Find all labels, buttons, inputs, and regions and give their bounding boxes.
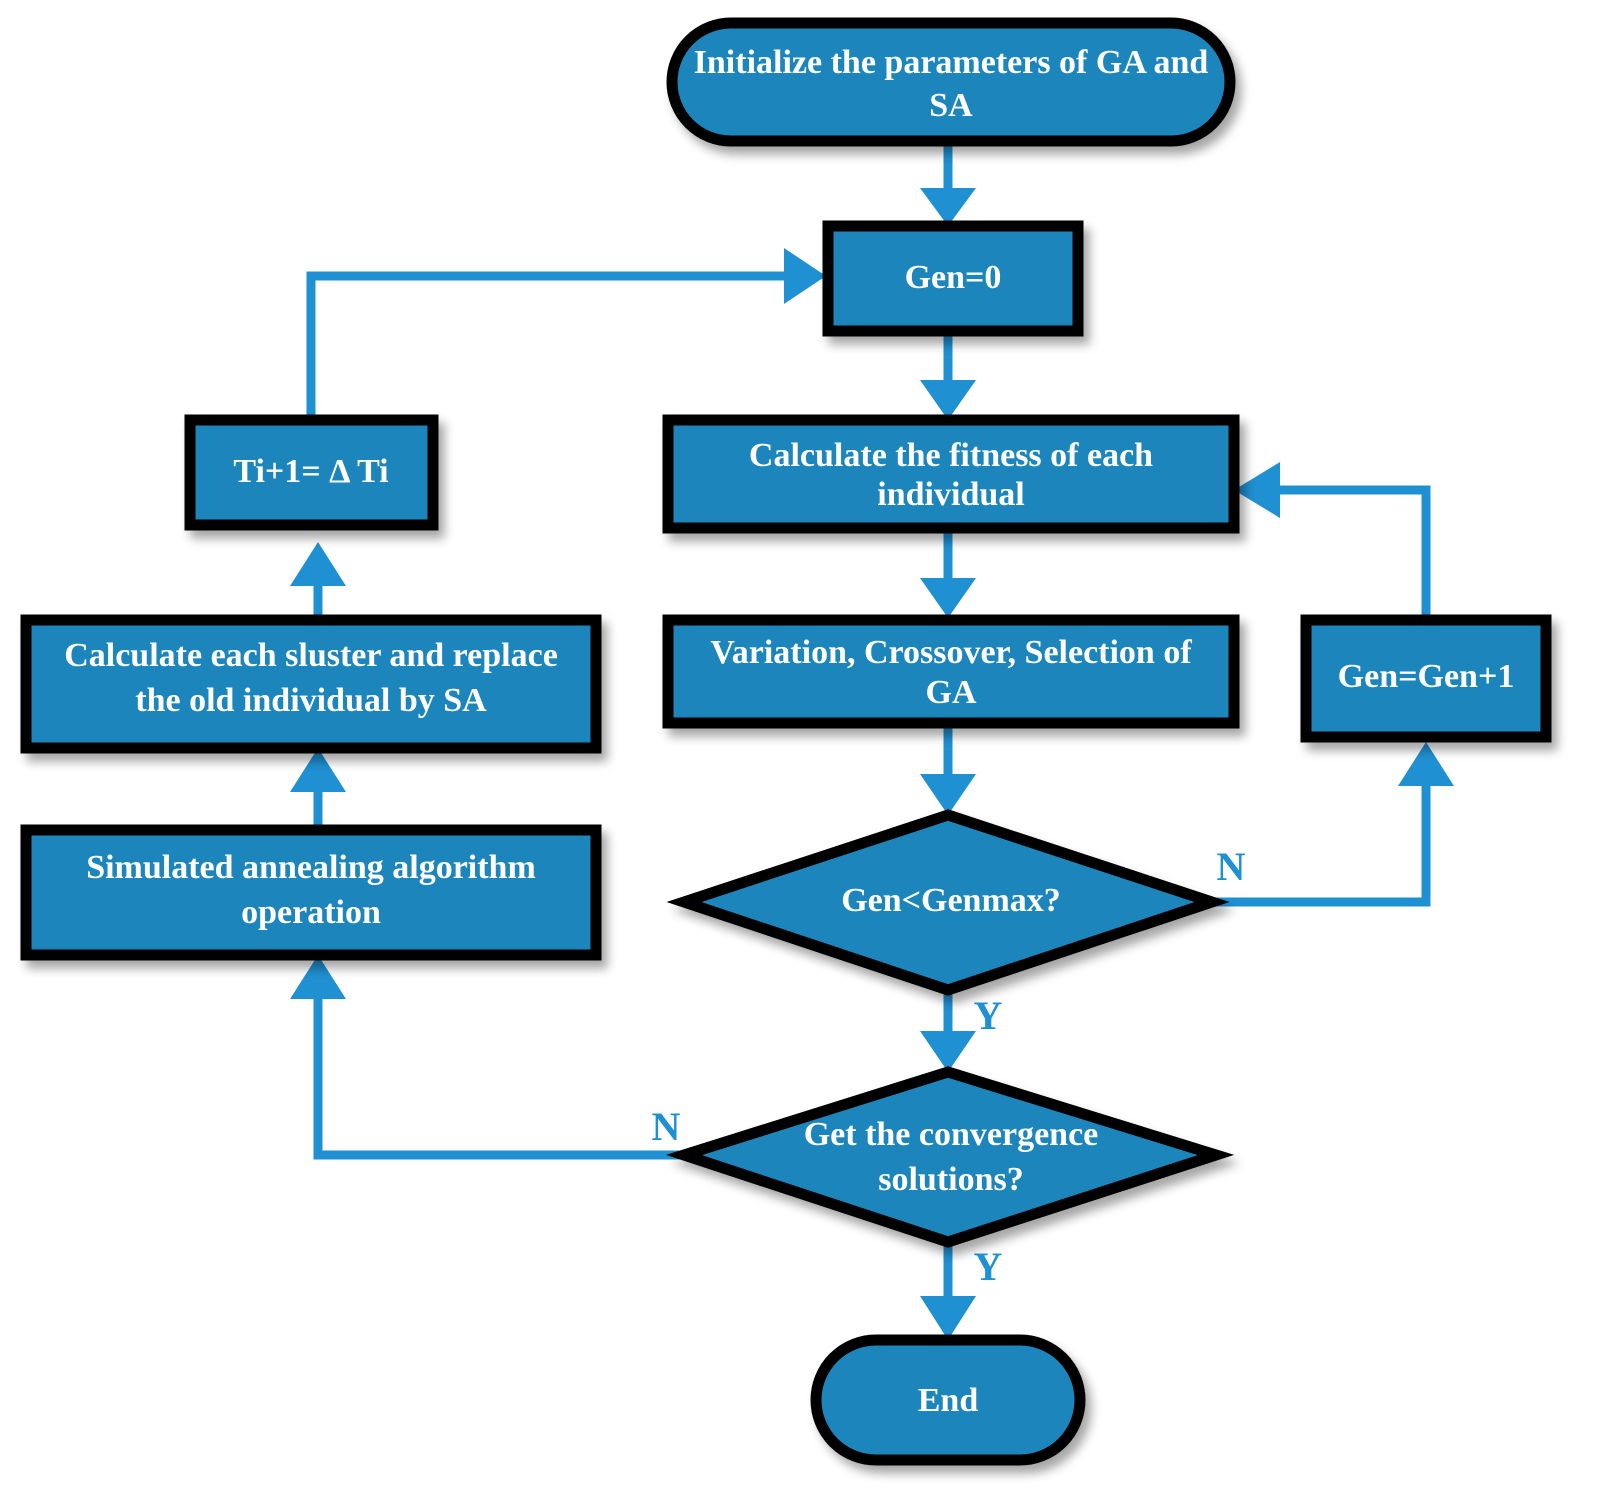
node-simulated-annealing-label-line1: Simulated annealing algorithm [86,849,536,886]
node-temperature-update-label-line1: Ti+1= Δ Ti [233,453,388,490]
node-end[interactable]: End [810,1334,1086,1466]
branch-label-genmax-no: N [1217,844,1246,889]
edge-converge-yes-to-end [920,1242,976,1340]
node-calculate-fitness-label-line1: Calculate the fitness of each [749,437,1153,474]
branch-label-genmax-yes: Y [974,993,1003,1038]
edge-gaops-to-genmax [920,723,976,815]
edge-cluster-to-temp [290,542,346,620]
node-simulated-annealing-shape[interactable] [20,824,602,961]
node-simulated-annealing-label-line2: operation [241,894,381,931]
node-calculate-cluster[interactable]: Calculate each sluster and replace the o… [20,614,602,754]
node-gen0-label-line1: Gen=0 [905,259,1002,296]
node-calculate-cluster-label-line1: Calculate each sluster and replace [64,637,558,674]
node-decision-genmax-shape[interactable] [666,809,1230,996]
node-gen0-shape[interactable] [822,220,1084,337]
node-end-shape[interactable] [810,1334,1086,1466]
edge-fitness-to-gaops [920,528,976,618]
edge-saop-to-cluster [290,748,346,830]
node-ga-operators[interactable]: Variation, Crossover, Selection of GA [662,614,1240,729]
edge-start-to-gen0 [920,140,976,226]
branch-label-converge-no: N [652,1104,681,1149]
node-calculate-fitness-shape[interactable] [662,414,1240,534]
node-calculate-fitness-label-line2: individual [877,476,1024,513]
node-simulated-annealing[interactable]: Simulated annealing algorithm operation [20,824,602,961]
node-end-label: End [918,1382,979,1419]
node-gen-increment-label-line1: Gen=Gen+1 [1338,658,1515,695]
node-gen-increment[interactable]: Gen=Gen+1 [1300,614,1552,743]
edge-gen0-to-fitness [920,331,976,420]
node-start-shape[interactable] [666,17,1236,147]
edge-geninc-to-fitness [1234,462,1431,620]
node-gen-increment-shape[interactable] [1300,614,1552,743]
branch-label-converge-yes: Y [974,1244,1003,1289]
edge-genmax-yes-to-converge [920,990,976,1072]
edge-converge-no-to-saop [290,955,684,1160]
node-decision-convergence[interactable]: Get the convergence solutions? [666,1066,1235,1248]
node-decision-convergence-label-line1: Get the convergence [804,1116,1099,1153]
node-start-label-line2: SA [929,87,973,124]
node-decision-genmax-label-line1: Gen<Genmax? [841,882,1061,919]
node-ga-operators-shape[interactable] [662,614,1240,729]
node-calculate-fitness[interactable]: Calculate the fitness of each individual [662,414,1240,534]
node-ga-operators-label-line1: Variation, Crossover, Selection of [710,634,1192,671]
edge-temp-to-gen0 [306,248,826,420]
node-decision-convergence-shape[interactable] [666,1066,1235,1248]
node-start[interactable]: Initialize the parameters of GA and SA [666,17,1236,147]
node-start-label-line1: Initialize the parameters of GA and [694,44,1209,81]
node-ga-operators-label-line2: GA [926,674,977,711]
edge-genmax-no-to-geninc [1212,742,1454,907]
node-calculate-cluster-label-line2: the old individual by SA [135,682,487,719]
node-decision-genmax[interactable]: Gen<Genmax? [666,809,1230,996]
node-temperature-update[interactable]: Ti+1= Δ Ti [184,414,439,531]
node-calculate-cluster-shape[interactable] [20,614,602,754]
node-temperature-update-shape[interactable] [184,414,439,531]
node-decision-convergence-label-line2: solutions? [878,1161,1024,1198]
node-gen0[interactable]: Gen=0 [822,220,1084,337]
